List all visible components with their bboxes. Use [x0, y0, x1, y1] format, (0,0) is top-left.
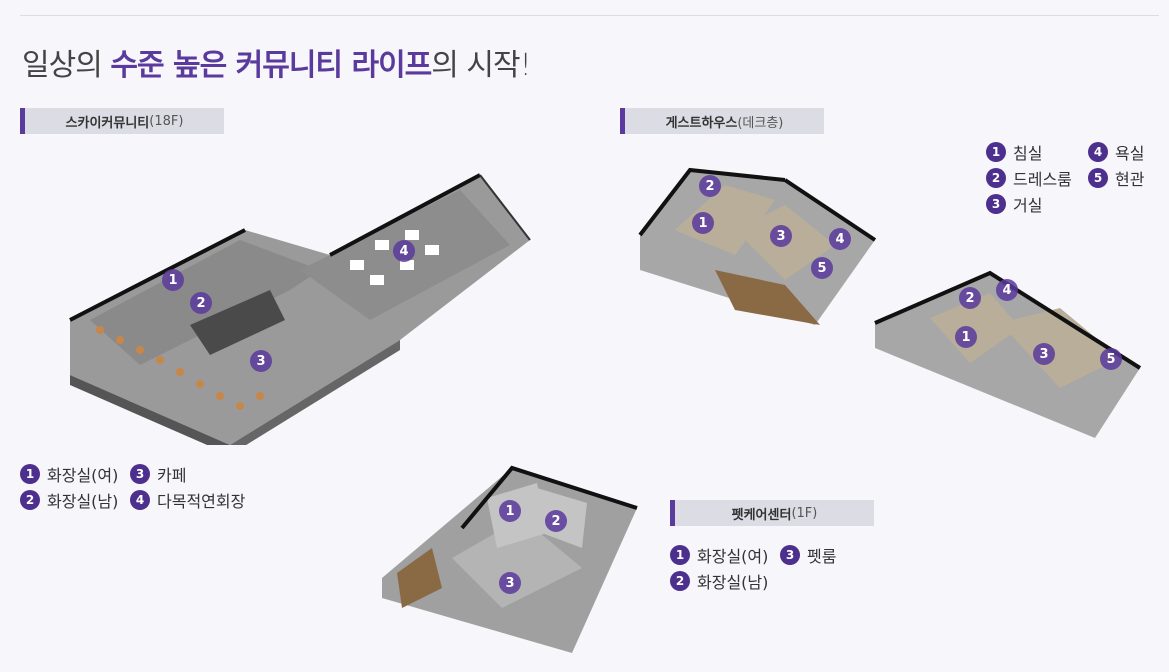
section-title-pet: 펫케어센터(1F): [670, 500, 874, 526]
guest-b-marker-3: 3: [1033, 343, 1055, 365]
guest-b-marker-1: 1: [955, 326, 977, 348]
sky-marker-2: 2: [190, 292, 212, 314]
sky-marker-4: 4: [393, 240, 415, 262]
guest-a-marker-4: 4: [829, 228, 851, 250]
guest-house-floorplan-b: [874, 270, 1142, 438]
sky-community-floorplan: [69, 173, 531, 445]
pet-marker-2: 2: [545, 510, 567, 532]
page-headline: 일상의 수준 높은 커뮤니티 라이프의 시작!: [22, 40, 532, 84]
pet-marker-1: 1: [499, 500, 521, 522]
pet-marker-3: 3: [499, 572, 521, 594]
top-divider: [20, 15, 1159, 16]
section-title-sky: 스카이커뮤니티(18F): [20, 108, 224, 134]
headline-part2: 의 시작!: [431, 48, 531, 83]
guest-a-marker-3: 3: [770, 225, 792, 247]
guest-house-floorplan-a: [638, 167, 877, 325]
pet-care-floorplan: [382, 465, 638, 653]
guest-b-marker-4: 4: [996, 279, 1018, 301]
guest-a-marker-1: 1: [692, 212, 714, 234]
guest-b-marker-2: 2: [959, 287, 981, 309]
guest-a-marker-5: 5: [811, 257, 833, 279]
section-title-guest: 게스트하우스(데크층): [620, 108, 824, 134]
headline-emphasis: 수준 높은 커뮤니티 라이프: [110, 48, 432, 83]
sky-marker-3: 3: [250, 350, 272, 372]
sky-marker-1: 1: [162, 269, 184, 291]
headline-part1: 일상의: [22, 48, 111, 83]
guest-a-marker-2: 2: [699, 175, 721, 197]
guest-b-marker-5: 5: [1100, 348, 1122, 370]
